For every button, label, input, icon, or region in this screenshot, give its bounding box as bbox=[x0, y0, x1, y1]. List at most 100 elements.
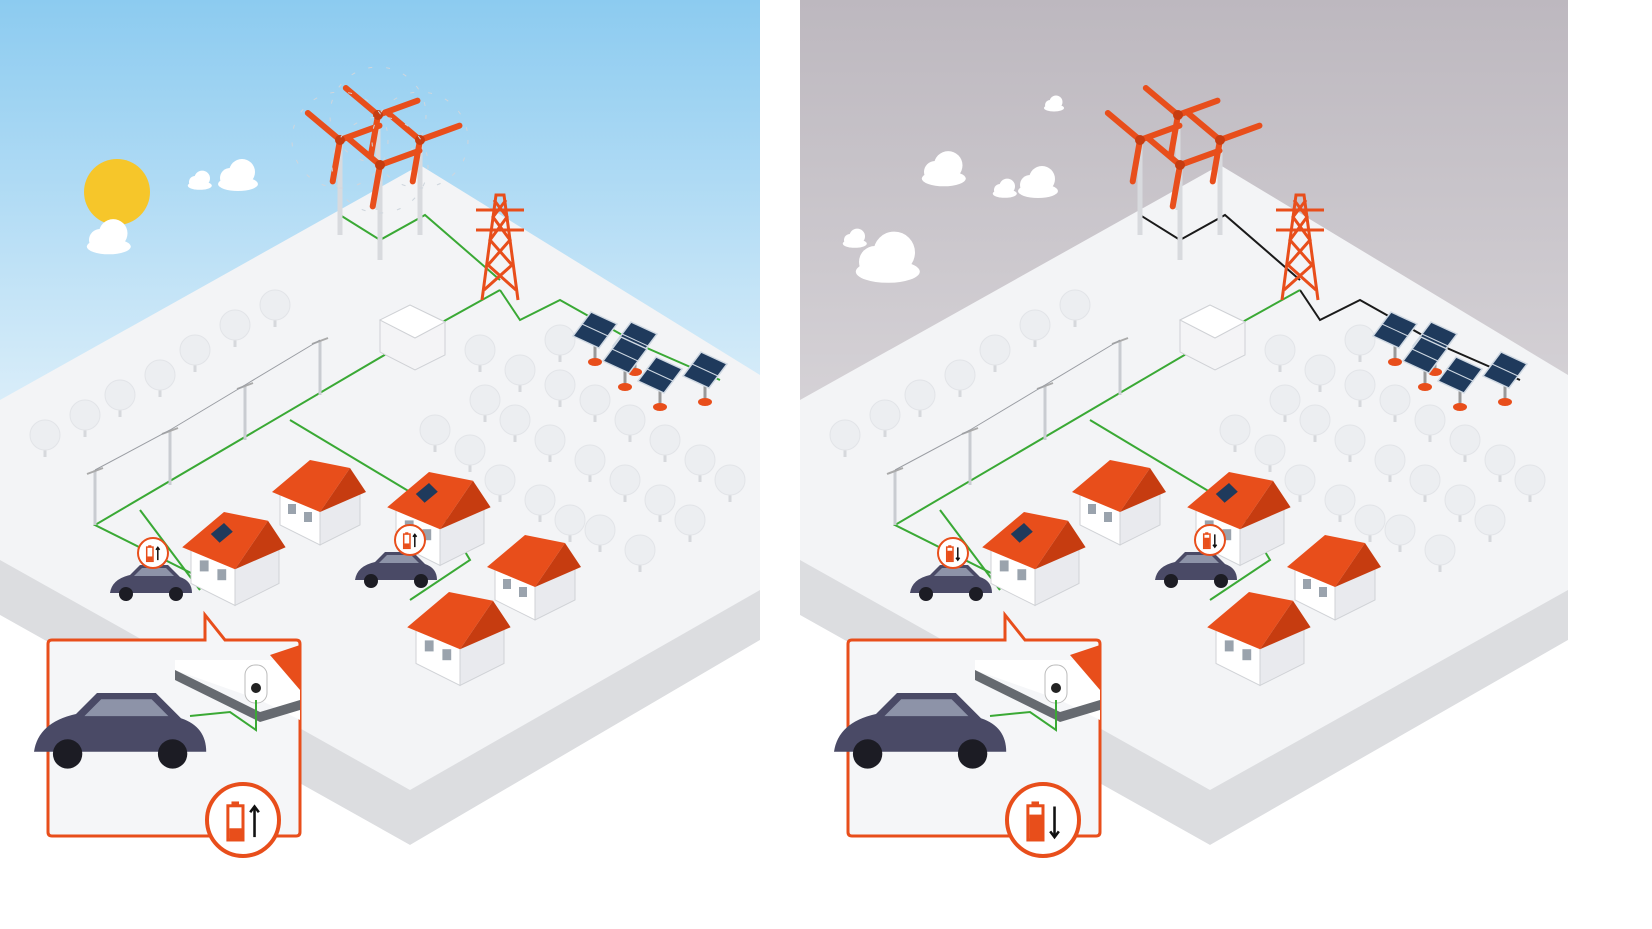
battery-discharging-down-icon bbox=[1005, 782, 1081, 858]
house bbox=[272, 460, 366, 546]
foreground bbox=[800, 615, 1568, 929]
arrow-down-icon bbox=[1049, 830, 1060, 840]
house-window bbox=[999, 560, 1009, 572]
turbine-hub bbox=[1135, 135, 1145, 145]
tree-crown bbox=[579, 384, 611, 416]
tree bbox=[1344, 369, 1376, 407]
battery-cap bbox=[1205, 532, 1209, 535]
turbine-blade bbox=[1175, 97, 1221, 118]
tree-crown bbox=[544, 369, 576, 401]
tree-crown bbox=[259, 289, 291, 321]
house-window bbox=[1224, 640, 1234, 652]
turbine-blade bbox=[1144, 135, 1183, 168]
turbine-hub bbox=[335, 135, 345, 145]
tree-crown bbox=[1059, 289, 1091, 321]
pole-crossarm bbox=[886, 467, 904, 475]
solar-base bbox=[698, 398, 712, 406]
tree bbox=[259, 289, 291, 327]
house-window bbox=[422, 529, 432, 541]
turbine-blade bbox=[344, 135, 383, 168]
battery-charging-up-icon bbox=[205, 782, 281, 858]
tree-crown bbox=[1264, 334, 1296, 366]
tree-crown bbox=[554, 504, 586, 536]
house-window bbox=[304, 512, 312, 522]
turbine-hub bbox=[415, 135, 425, 145]
tree bbox=[1299, 404, 1331, 442]
tree bbox=[869, 399, 901, 437]
tree-crown bbox=[829, 419, 861, 451]
battery-status-badge bbox=[1194, 524, 1226, 556]
car-body bbox=[355, 552, 437, 580]
battery-level bbox=[147, 556, 153, 561]
house-window bbox=[1104, 512, 1112, 522]
electric-car bbox=[110, 565, 192, 601]
house-window bbox=[1088, 504, 1096, 514]
house-roof-side bbox=[1035, 520, 1086, 570]
cloud bbox=[86, 219, 131, 255]
house-roof bbox=[1187, 472, 1273, 530]
house-roof bbox=[272, 460, 350, 512]
cloud bbox=[1044, 95, 1064, 112]
tree-crown bbox=[904, 379, 936, 411]
solar-panel bbox=[681, 351, 729, 406]
spin-motion-lines bbox=[331, 116, 429, 214]
electric-car bbox=[834, 693, 1007, 769]
pylon-frame bbox=[1280, 193, 1320, 301]
tree bbox=[649, 424, 681, 462]
tree-crown bbox=[869, 399, 901, 431]
cloud-puff bbox=[855, 260, 920, 283]
cloud bbox=[1018, 166, 1058, 198]
battery-status-badge bbox=[394, 524, 426, 556]
charging-cable-line bbox=[189, 700, 257, 732]
cloud bbox=[842, 228, 867, 248]
transmission-pylon bbox=[1276, 193, 1324, 301]
turbine-blade bbox=[1184, 110, 1223, 143]
battery-cap bbox=[231, 801, 240, 806]
house-window bbox=[217, 569, 227, 581]
turbine-blade bbox=[1104, 110, 1143, 143]
house bbox=[1072, 460, 1166, 546]
turbine-blade bbox=[369, 162, 383, 210]
car-window bbox=[1179, 555, 1219, 563]
pylon-frame bbox=[480, 193, 520, 301]
solar-panel bbox=[636, 356, 684, 411]
tree-crown bbox=[1219, 414, 1251, 446]
turbine-hub bbox=[373, 110, 383, 120]
tree bbox=[484, 464, 516, 502]
roof-corner bbox=[270, 645, 300, 690]
tree bbox=[579, 384, 611, 422]
car-wheel bbox=[919, 587, 933, 601]
tree-crown bbox=[1449, 424, 1481, 456]
panel-night-discharging bbox=[800, 0, 1568, 929]
panel-daytime-charging bbox=[0, 0, 760, 929]
tree bbox=[179, 334, 211, 372]
tree bbox=[1324, 484, 1356, 522]
house-roof-side bbox=[235, 520, 286, 570]
solar-grid bbox=[691, 363, 719, 377]
tree bbox=[904, 379, 936, 417]
arrow-up-icon bbox=[155, 546, 161, 551]
house bbox=[1207, 592, 1311, 687]
house-roof-side bbox=[440, 480, 491, 530]
tree-crown bbox=[1444, 484, 1476, 516]
platform-edge bbox=[800, 560, 1568, 845]
house bbox=[487, 535, 581, 621]
cloud bbox=[187, 170, 212, 190]
tree bbox=[504, 354, 536, 392]
cloud-puff bbox=[187, 181, 212, 190]
tree-crown bbox=[524, 484, 556, 516]
tree bbox=[624, 534, 656, 572]
battery-status-badge bbox=[937, 537, 969, 569]
battery-level bbox=[1204, 537, 1210, 548]
house-roof bbox=[1207, 592, 1293, 650]
tree-crown bbox=[219, 309, 251, 341]
tree bbox=[1344, 324, 1376, 362]
car-wheel bbox=[364, 574, 378, 588]
tree-crown bbox=[1354, 504, 1386, 536]
battery-level bbox=[947, 550, 953, 561]
cloud-puff bbox=[1044, 104, 1064, 112]
solar-base bbox=[618, 383, 632, 391]
tree-crown bbox=[499, 404, 531, 436]
solar-grid bbox=[581, 323, 609, 337]
tree bbox=[1409, 464, 1441, 502]
